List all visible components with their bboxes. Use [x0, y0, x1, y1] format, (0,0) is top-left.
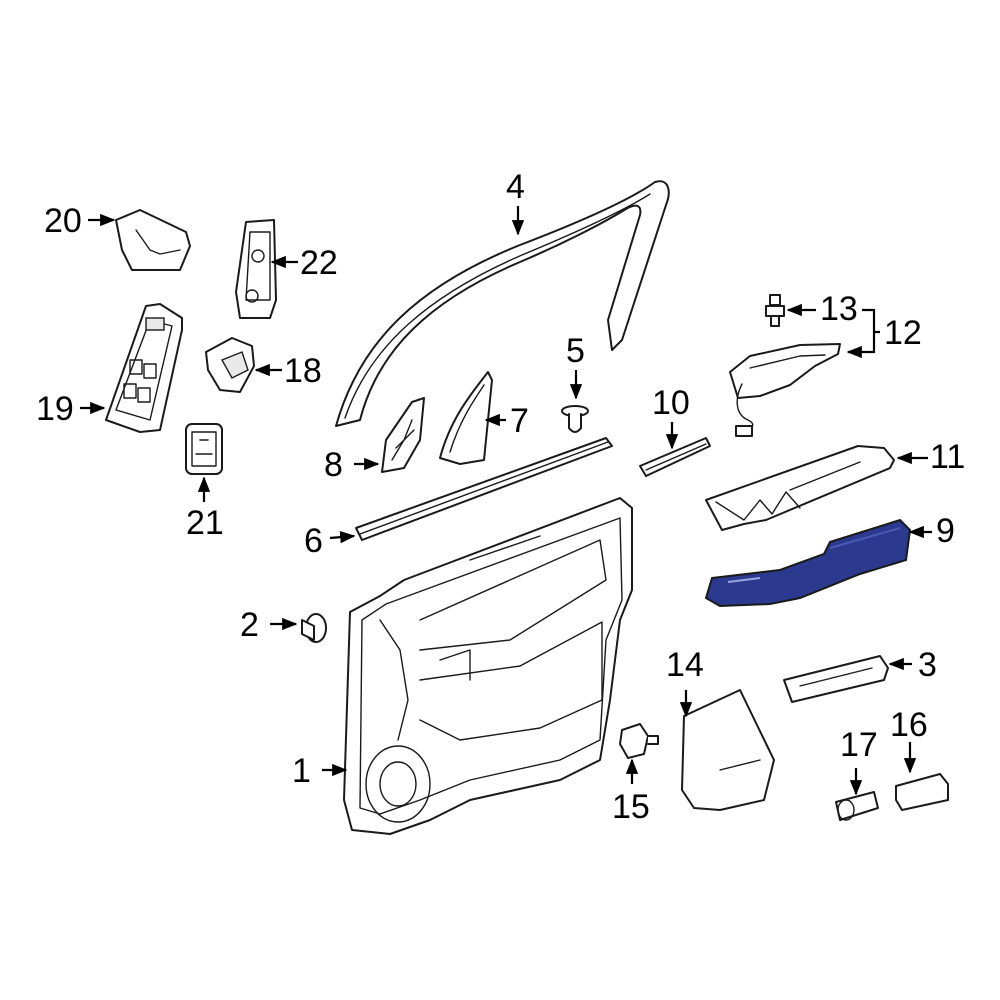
part-15-clip[interactable]: [619, 723, 659, 759]
callout-22[interactable]: 22: [300, 244, 338, 282]
callout-16[interactable]: 16: [890, 706, 928, 744]
callout-18[interactable]: 18: [284, 352, 322, 390]
callout-labels: 4 5 7 8 6 10 11 9 13 12 3 14 15 16 17 2 …: [36, 168, 965, 826]
part-7-triangle-trim[interactable]: [439, 371, 493, 465]
part-13-bolt[interactable]: [765, 294, 785, 327]
callout-9[interactable]: 9: [936, 512, 955, 550]
part-20-seat-switch[interactable]: [115, 209, 191, 271]
callout-14[interactable]: 14: [666, 646, 704, 684]
part-11-armrest-trim[interactable]: [705, 445, 895, 531]
callout-7[interactable]: 7: [510, 402, 529, 440]
callout-21[interactable]: 21: [186, 504, 224, 542]
part-19-window-switch[interactable]: [105, 303, 183, 433]
part-14-cover[interactable]: [681, 689, 775, 811]
part-16-cap[interactable]: [895, 773, 949, 811]
callout-arrows: [80, 206, 932, 796]
part-10-trim-strip[interactable]: [639, 437, 711, 477]
part-2-push-pin[interactable]: [301, 613, 327, 643]
callout-19[interactable]: 19: [36, 390, 74, 428]
callout-12[interactable]: 12: [884, 314, 922, 352]
callout-11[interactable]: 11: [930, 438, 965, 476]
part-1-door-panel[interactable]: [343, 497, 633, 835]
part-8-mirror-cover[interactable]: [381, 397, 425, 473]
part-22-switch-panel[interactable]: [235, 219, 277, 319]
callout-5[interactable]: 5: [566, 332, 585, 370]
part-17-cap[interactable]: [835, 791, 879, 821]
callout-3[interactable]: 3: [918, 646, 937, 684]
part-3-trim-insert[interactable]: [783, 655, 889, 703]
callout-6[interactable]: 6: [304, 522, 323, 560]
callout-8[interactable]: 8: [324, 446, 343, 484]
part-9-armrest-highlighted[interactable]: [704, 518, 912, 608]
callout-2[interactable]: 2: [240, 606, 259, 644]
part-18-switch[interactable]: [205, 337, 255, 393]
part-12-handle-bracket[interactable]: [729, 343, 841, 437]
callout-17[interactable]: 17: [840, 726, 878, 764]
callout-10[interactable]: 10: [652, 384, 690, 422]
part-6-belt-molding[interactable]: [355, 437, 613, 541]
part-4-window-frame-seal[interactable]: [335, 180, 670, 427]
part-21-switch[interactable]: [185, 423, 223, 475]
callout-20[interactable]: 20: [44, 202, 82, 240]
callout-4[interactable]: 4: [506, 168, 525, 206]
callout-15[interactable]: 15: [612, 788, 650, 826]
callout-13[interactable]: 13: [820, 290, 858, 328]
part-5-clip[interactable]: [561, 405, 589, 433]
callout-1[interactable]: 1: [292, 752, 311, 790]
